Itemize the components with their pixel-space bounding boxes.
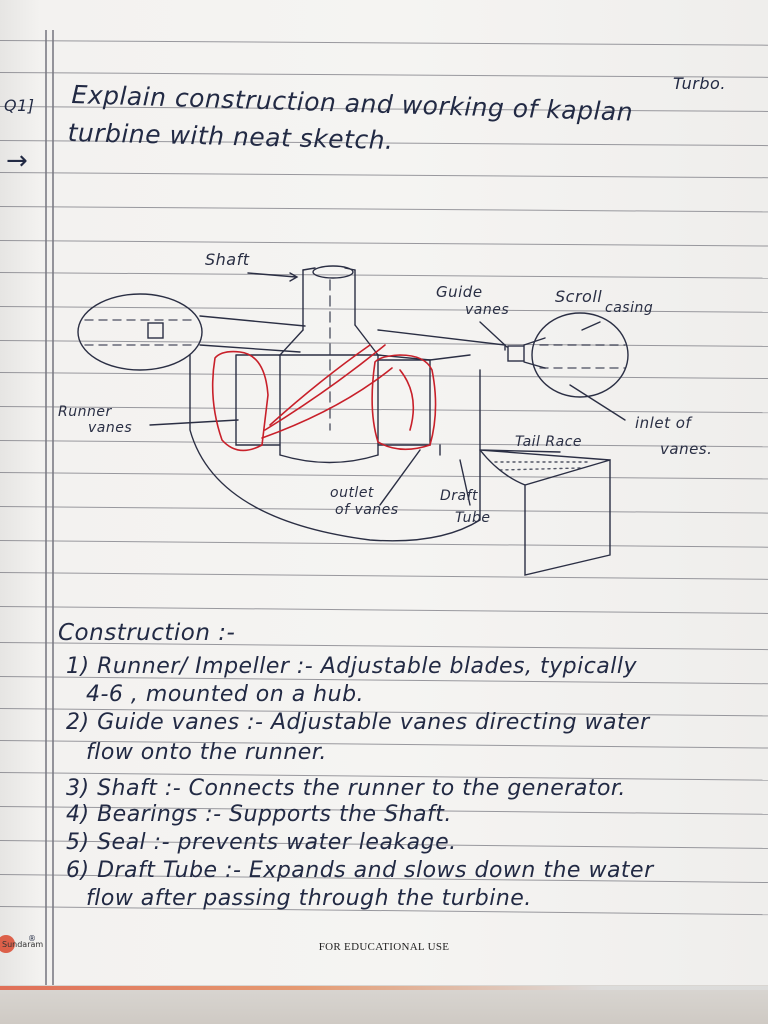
brand-logo-icon (0, 935, 15, 953)
page-tag: Turbo. (673, 74, 726, 93)
scroll-casing-pointer (581, 321, 601, 331)
construction-item-line-1: 3) Shaft :- Connects the runner to the g… (66, 776, 626, 801)
page-bottom-edge (0, 985, 768, 1024)
kaplan-turbine-sketch (77, 265, 629, 576)
ruled-line (0, 606, 768, 614)
construction-item-line-1: 2) Guide vanes :- Adjustable vanes direc… (66, 710, 650, 735)
inlet-pointer (569, 384, 626, 421)
construction-item-line-1: 6) Draft Tube :- Expands and slows down … (66, 858, 654, 883)
page-edge-stripe (0, 986, 768, 990)
label-scroll-casing-1: Scroll (555, 287, 603, 306)
runner-vanes-pointer (149, 419, 239, 426)
label-outlet-2: of vanes (335, 502, 399, 518)
arrow-mark: → (6, 146, 29, 176)
scroll-casing-right (531, 312, 629, 398)
construction-heading: Construction :- (58, 620, 236, 646)
scroll-casing-left (77, 293, 203, 371)
guide-vane-right (507, 345, 525, 362)
label-draft-tube-2: Tube (455, 510, 491, 526)
label-runner-vanes-2: vanes (88, 420, 133, 436)
red-markup (211, 344, 437, 452)
footer-text: FOR EDUCATIONAL USE (318, 941, 450, 953)
brand-name: Sundaram (2, 940, 44, 949)
label-tail-race: Tail Race (515, 434, 583, 450)
outlet-pointer (379, 449, 421, 506)
label-draft-tube-1: Draft (440, 488, 479, 504)
question-number: Q1] (4, 96, 35, 115)
shaft-pointer (247, 272, 297, 278)
label-guide-vanes-2: vanes (465, 302, 510, 318)
construction-item-line-2: flow after passing through the turbine. (86, 886, 532, 911)
construction-item-line-1: 4) Bearings :- Supports the Shaft. (66, 802, 452, 827)
label-shaft: Shaft (205, 250, 250, 269)
construction-item-line-2: flow onto the runner. (86, 740, 327, 765)
draft-tube-pointer (459, 459, 471, 506)
label-scroll-casing-2: casing (605, 300, 654, 316)
label-guide-vanes-1: Guide (436, 283, 483, 301)
construction-item-line-1: 1) Runner/ Impeller :- Adjustable blades… (66, 654, 638, 679)
shaft-top (312, 265, 354, 279)
label-inlet-of-vanes-1: inlet of (635, 414, 692, 432)
label-outlet-1: outlet (330, 485, 374, 501)
label-runner-vanes-1: Runner (58, 404, 112, 420)
guide-vanes-pointer (479, 321, 508, 348)
construction-item-line-2: 4-6 , mounted on a hub. (86, 682, 365, 707)
brand-registered-mark: ® (28, 934, 37, 943)
margin-line-left (45, 30, 47, 1010)
construction-item-line-1: 5) Seal :- prevents water leakage. (66, 830, 457, 855)
guide-vane-left (147, 322, 164, 339)
label-inlet-of-vanes-2: vanes. (660, 440, 713, 458)
margin-line-right (52, 30, 54, 1010)
